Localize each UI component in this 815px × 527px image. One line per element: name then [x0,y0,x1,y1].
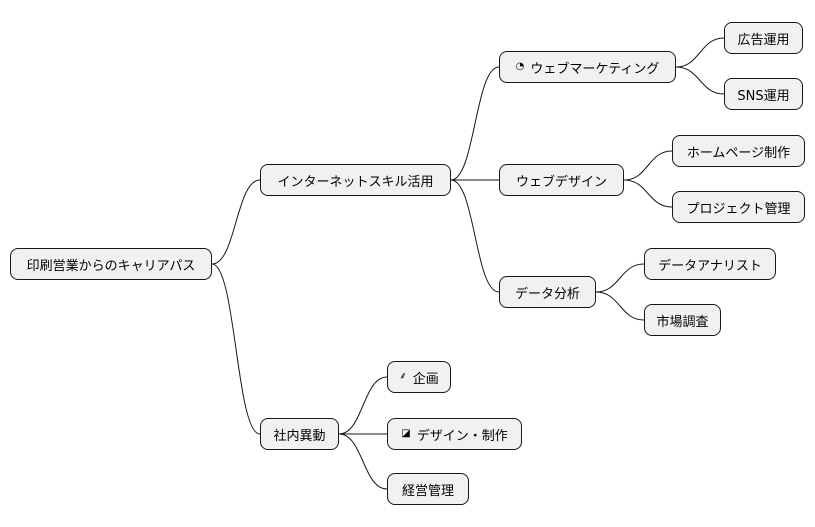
project-management-label: プロジェクト管理 [686,201,791,217]
connector-design-project [623,179,673,208]
skill-branch-label: インターネットスキル活用 [277,174,434,190]
connector-marketing-ads [675,37,725,68]
sns-operation-label: SNS運用 [737,88,790,104]
sprout-icon: ⸙ [399,371,407,382]
pie-chart-icon: ◔ [515,61,525,72]
connector-data-analyst [595,263,645,293]
design-production-label: デザイン・制作 [416,428,508,444]
sns-operation-node[interactable]: SNS運用 [724,78,803,110]
business-management-label: 経営管理 [401,483,454,499]
connector-root-internal [211,263,261,435]
connector-design-homepage [623,150,673,181]
ads-operation-node[interactable]: 広告運用 [724,22,803,54]
internal-branch-label: 社内異動 [273,428,326,444]
ads-operation-label: 広告運用 [737,32,790,48]
data-analyst-label: データアナリスト [658,258,762,274]
connector-internal-planning [338,376,388,435]
homepage-production-label: ホームページ制作 [686,145,791,161]
skill-branch-node[interactable]: インターネットスキル活用 [260,164,451,196]
connector-internal-management [338,433,388,490]
data-analysis-node[interactable]: データ分析 [499,276,596,308]
business-management-node[interactable]: 経営管理 [387,473,469,505]
connector-root-skill [211,179,261,265]
homepage-production-node[interactable]: ホームページ制作 [672,135,805,167]
connector-skill-data [450,179,500,293]
design-square-icon: ◪ [401,428,411,439]
web-design-label: ウェブデザイン [515,174,607,190]
web-marketing-node[interactable]: ◔ ウェブマーケティング [499,51,676,83]
data-analyst-node[interactable]: データアナリスト [644,248,776,280]
root-node[interactable]: 印刷営業からのキャリアパス [10,248,212,280]
connector-skill-marketing [450,66,500,181]
internal-branch-node[interactable]: 社内異動 [260,418,339,450]
data-analysis-label: データ分析 [514,286,580,302]
connector-marketing-sns [675,66,725,95]
planning-node[interactable]: ⸙ 企画 [387,361,451,393]
market-research-node[interactable]: 市場調査 [644,304,721,336]
planning-label: 企画 [412,371,439,387]
connector-data-market [595,291,645,321]
web-design-node[interactable]: ウェブデザイン [499,164,624,196]
project-management-node[interactable]: プロジェクト管理 [672,191,805,223]
design-production-node[interactable]: ◪ デザイン・制作 [387,418,522,450]
root-node-label: 印刷営業からのキャリアパス [26,258,196,274]
market-research-label: 市場調査 [656,314,709,330]
web-marketing-label: ウェブマーケティング [530,61,660,77]
